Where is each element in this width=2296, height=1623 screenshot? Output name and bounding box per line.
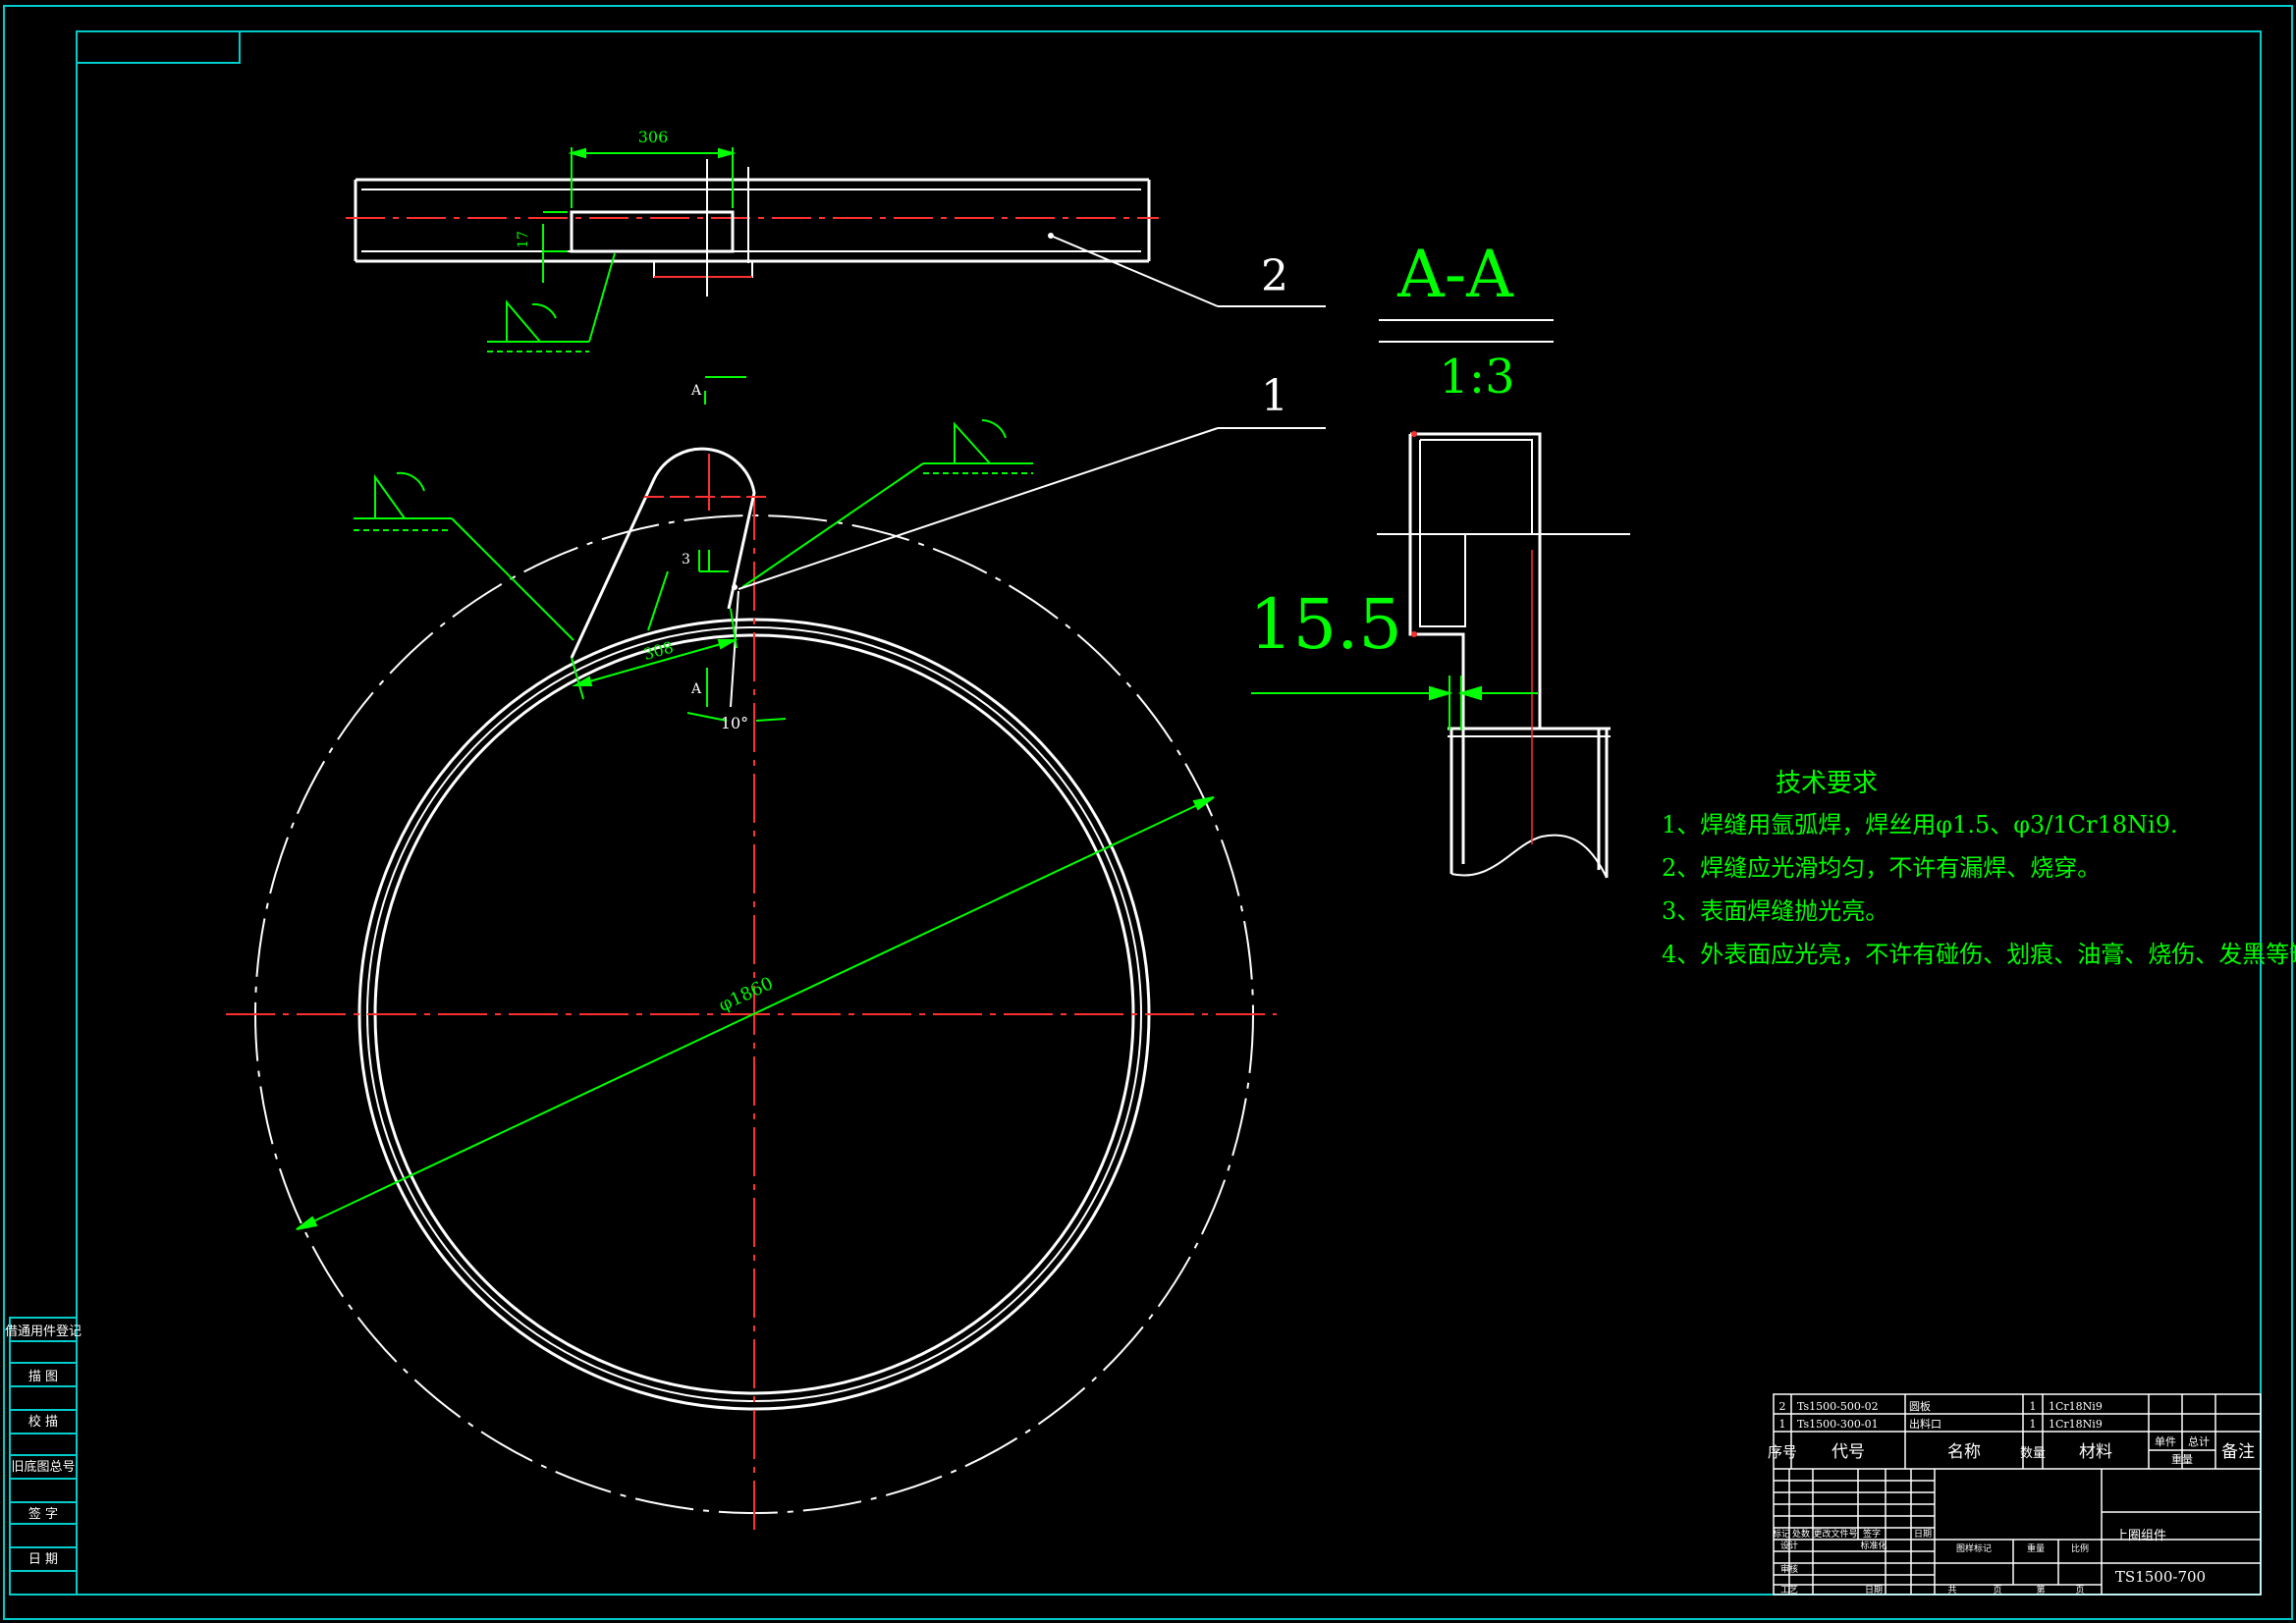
- left-margin-table: [9, 1317, 78, 1596]
- margin-cell: 描 图: [28, 1370, 58, 1384]
- label-standardize: 标准化: [1860, 1540, 1886, 1551]
- parts-row-material: 1Cr18Ni9: [2049, 1400, 2103, 1413]
- parts-row-qty: 1: [2030, 1418, 2037, 1431]
- parts-row-no: 1: [1779, 1418, 1786, 1431]
- section-scale: 1:3: [1439, 350, 1514, 405]
- plan-dimensions: [296, 376, 1215, 1230]
- parts-row-name: 出料口: [1909, 1417, 1941, 1431]
- label-date: 日期: [1914, 1529, 1932, 1540]
- label-change-doc: 更改文件号: [1813, 1528, 1857, 1540]
- tech-requirement-item: 3、表面焊缝抛光亮。: [1662, 897, 1888, 925]
- section-aa-view: [1377, 432, 1630, 879]
- label-weight: 重量: [2027, 1542, 2045, 1554]
- label-approve-date: 日期: [1865, 1585, 1883, 1596]
- parts-header-code: 代号: [1831, 1442, 1865, 1462]
- outer-frame: [3, 5, 2293, 1620]
- dim-308: 308: [641, 637, 676, 664]
- label-sheet-unit: 页: [1993, 1585, 2001, 1596]
- label-mark: 标记: [1773, 1528, 1790, 1540]
- inner-frame: [76, 30, 2262, 1596]
- section-dim-15-5: [1251, 676, 1538, 730]
- dim-17: 17: [516, 231, 531, 248]
- dim-3: 3: [682, 552, 690, 568]
- parts-row-code: Ts1500-300-01: [1797, 1418, 1879, 1431]
- dim-diameter: φ1860: [716, 973, 777, 1016]
- parts-header-name: 名称: [1947, 1442, 1981, 1462]
- label-design: 设计: [1780, 1540, 1798, 1551]
- margin-cell: 旧底图总号: [11, 1459, 75, 1475]
- part-label-2: 2: [1261, 251, 1288, 301]
- section-marker-a-top: A: [690, 383, 702, 399]
- margin-cell: 签 字: [28, 1506, 58, 1522]
- parts-header-total: 总计: [2188, 1434, 2210, 1448]
- margin-cell: 日 期: [28, 1552, 58, 1567]
- parts-header-material: 材料: [2079, 1442, 2112, 1462]
- label-scale: 比例: [2071, 1542, 2089, 1554]
- dim-15-5: 15.5: [1249, 584, 1402, 665]
- parts-header-unit: 单件: [2155, 1435, 2176, 1448]
- parts-header-weight: 重量: [2171, 1452, 2193, 1466]
- parts-row-code: Ts1500-500-02: [1797, 1400, 1879, 1413]
- parts-row-material: 1Cr18Ni9: [2049, 1418, 2103, 1431]
- corner-box: [76, 30, 241, 64]
- plan-view: [226, 447, 1277, 1532]
- dim-306: 306: [638, 128, 669, 146]
- tech-requirements-title: 技术要求: [1776, 769, 1878, 798]
- title-block-grid: [1773, 1393, 2262, 1596]
- parts-row-name: 圆板: [1909, 1399, 1931, 1413]
- label-sign: 签字: [1863, 1528, 1881, 1540]
- margin-cell: 校 描: [28, 1414, 58, 1430]
- label-sheet-unit2: 页: [2075, 1585, 2084, 1596]
- drawing-number: TS1500-700: [2115, 1568, 2206, 1586]
- tech-requirement-item: 1、焊缝用氩弧焊，焊丝用φ1.5、φ3/1Cr18Ni9.: [1662, 811, 2178, 839]
- label-stage-mark: 图样标记: [1956, 1542, 1992, 1554]
- label-sheet: 第: [2036, 1584, 2045, 1596]
- tech-requirement-item: 2、焊缝应光滑均匀，不许有漏焊、烧穿。: [1662, 854, 2101, 882]
- section-title: A-A: [1396, 237, 1514, 312]
- parts-row-no: 2: [1779, 1400, 1786, 1413]
- parts-header-remark: 备注: [2221, 1442, 2255, 1462]
- label-review: 审核: [1780, 1563, 1798, 1575]
- label-process: 工艺: [1780, 1585, 1798, 1596]
- parts-header-qty: 数量: [2020, 1446, 2046, 1461]
- section-marker-a-bottom: A: [690, 681, 702, 697]
- dim-10deg: 10°: [721, 714, 748, 732]
- top-dimensions: [487, 147, 737, 352]
- drawing-name: 上圈组件: [2115, 1529, 2166, 1543]
- top-elevation-view: [346, 159, 1326, 307]
- part-label-1: 1: [1261, 371, 1288, 421]
- margin-cell: 借通用件登记: [5, 1325, 82, 1339]
- label-count: 处数: [1792, 1528, 1810, 1540]
- parts-header-no: 序号: [1768, 1443, 1797, 1461]
- label-total: 共: [1947, 1585, 1956, 1596]
- tech-requirement-item: 4、外表面应光亮，不许有碰伤、划痕、油膏、烧伤、发黑等缺陷。: [1662, 941, 2296, 968]
- parts-row-qty: 1: [2030, 1400, 2037, 1413]
